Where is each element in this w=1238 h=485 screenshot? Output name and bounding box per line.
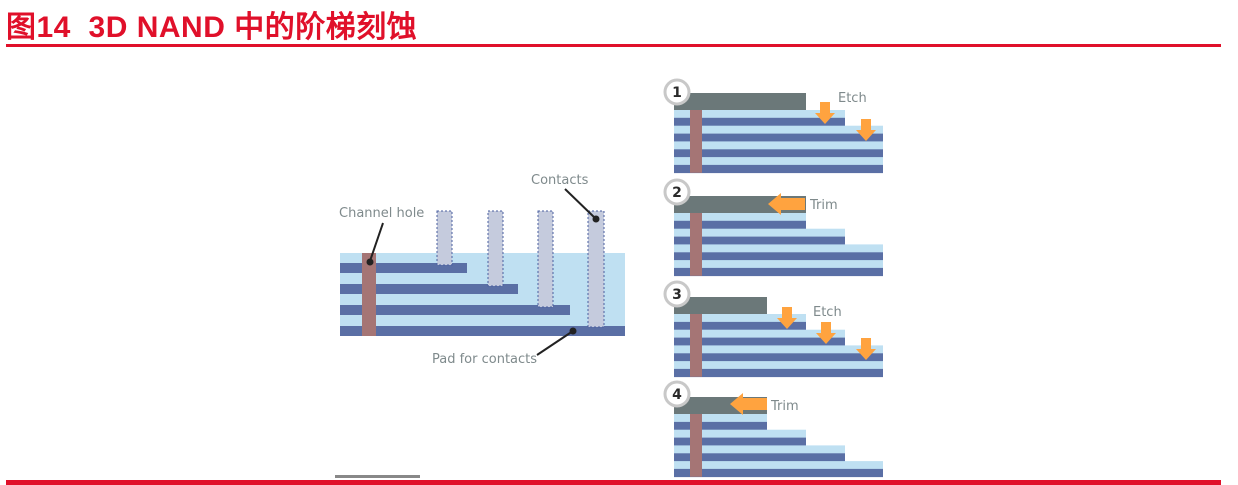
wordline-layer: [674, 353, 883, 362]
pad-leader-dot: [569, 327, 577, 335]
step-number: 2: [672, 185, 682, 201]
contact-4: [587, 210, 605, 328]
contact-2: [487, 210, 504, 287]
down-arrow-icon: [815, 102, 835, 124]
oxide-layer: [674, 244, 883, 253]
oxide-layer: [674, 141, 883, 150]
wordline-layer: [674, 453, 845, 462]
step-action-label: Etch: [813, 305, 842, 320]
oxide-layer: [674, 414, 767, 423]
channel-leader-dot: [366, 258, 374, 266]
wordline-layer: [674, 252, 883, 261]
down-arrow-icon: [816, 322, 836, 344]
oxide-layer: [674, 110, 845, 119]
oxide-layer: [674, 445, 845, 454]
channel-hole-label: Channel hole: [339, 206, 424, 221]
down-arrow-icon: [856, 119, 876, 141]
pad-leader-line: [536, 330, 574, 356]
wordline-layer: [674, 133, 883, 142]
wordline-layer: [674, 117, 845, 126]
step-number: 4: [672, 387, 682, 403]
left-arrow-icon: [730, 393, 767, 415]
oxide-layer: [674, 461, 883, 470]
wordline-layer: [674, 337, 845, 346]
wordline-3: [340, 305, 570, 315]
wordline-layer: [674, 236, 845, 245]
oxide-layer: [674, 213, 806, 222]
oxide-layer: [674, 345, 883, 354]
top-divider: [6, 44, 1221, 47]
step-panel-1: 1 Etch: [663, 78, 883, 174]
channel-hole: [690, 213, 702, 276]
oxide-layer: [674, 260, 883, 269]
step-number-badge: [663, 78, 691, 106]
channel-hole: [690, 110, 702, 173]
step-number-badge: [663, 178, 691, 206]
wordline-layer: [674, 149, 883, 158]
down-arrow-icon: [856, 338, 876, 360]
photoresist-mask: [674, 93, 806, 110]
wordline-1: [340, 263, 467, 273]
oxide-layer: [674, 361, 883, 370]
wordline-layer: [674, 437, 806, 446]
pad-label: Pad for contacts: [432, 352, 537, 367]
wordline-layer: [674, 421, 767, 431]
channel-hole: [362, 253, 376, 336]
channel-hole: [690, 314, 702, 377]
wordline-layer: [674, 267, 883, 277]
photoresist-mask: [674, 297, 767, 314]
contacts-leader-line: [564, 188, 596, 219]
step-action-label: Trim: [809, 198, 838, 213]
wordline-layer: [674, 164, 883, 174]
step-action-label: Etch: [838, 91, 867, 106]
contacts-leader-dot: [592, 215, 600, 223]
staircase-cross-section: Channel hole Contacts Pad for contacts: [335, 173, 625, 478]
wordline-layer: [674, 321, 806, 331]
wordline-2: [340, 284, 518, 294]
oxide-layer: [674, 314, 806, 323]
contact-1: [436, 210, 453, 266]
step-action-label: Trim: [770, 399, 799, 414]
oxide-layer: [674, 228, 845, 237]
oxide-layer: [674, 157, 883, 166]
bottom-divider: [6, 480, 1221, 485]
contact-3: [537, 210, 554, 308]
step-number-badge: [663, 380, 691, 408]
down-arrow-icon: [777, 307, 797, 329]
channel-hole: [690, 414, 702, 477]
cropped-caption-fragment: [335, 475, 420, 478]
wordline-4: [340, 326, 625, 336]
wordline-layer: [674, 220, 806, 229]
oxide-layer: [674, 125, 883, 134]
step-number: 1: [672, 85, 682, 101]
wordline-layer: [674, 468, 883, 478]
step-number: 3: [672, 287, 682, 303]
channel-leader-line: [369, 222, 384, 262]
contacts-label: Contacts: [531, 173, 589, 188]
step-number-badge: [663, 280, 691, 308]
left-arrow-icon: [768, 193, 805, 215]
figure-title: 图14 3D NAND 中的阶梯刻蚀: [6, 11, 418, 44]
oxide-layer: [674, 329, 845, 338]
wordline-layer: [674, 368, 883, 378]
oxide-layer: [674, 429, 806, 438]
